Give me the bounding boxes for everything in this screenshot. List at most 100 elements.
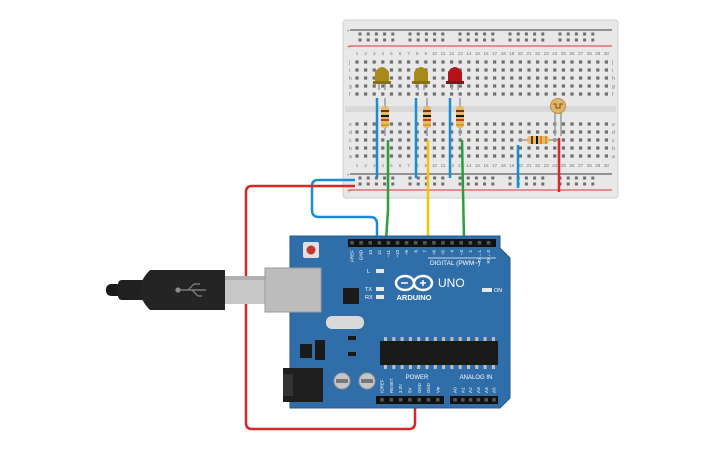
breadboard-hole[interactable] <box>587 154 591 158</box>
breadboard-hole[interactable] <box>424 92 428 96</box>
breadboard-hole[interactable] <box>493 146 497 150</box>
breadboard-hole[interactable] <box>518 84 522 88</box>
breadboard-hole[interactable] <box>475 130 479 134</box>
rail-hole[interactable] <box>566 176 570 180</box>
rail-hole[interactable] <box>408 38 412 42</box>
digital-pin-hole[interactable] <box>404 241 409 245</box>
rail-hole[interactable] <box>524 32 528 36</box>
power-pin-hole[interactable] <box>417 398 421 402</box>
breadboard-hole[interactable] <box>372 122 376 126</box>
rail-hole[interactable] <box>416 182 420 186</box>
breadboard-hole[interactable] <box>596 130 600 134</box>
analog-pin-hole[interactable] <box>468 398 473 402</box>
rail-hole[interactable] <box>591 38 595 42</box>
breadboard-hole[interactable] <box>604 92 608 96</box>
breadboard-hole[interactable] <box>355 92 359 96</box>
rail-hole[interactable] <box>374 38 378 42</box>
rail-hole[interactable] <box>516 38 520 42</box>
breadboard-hole[interactable] <box>536 76 540 80</box>
breadboard-hole[interactable] <box>484 76 488 80</box>
breadboard-hole[interactable] <box>424 146 428 150</box>
breadboard-hole[interactable] <box>475 60 479 64</box>
breadboard-hole[interactable] <box>398 130 402 134</box>
breadboard-hole[interactable] <box>604 84 608 88</box>
breadboard-hole[interactable] <box>536 84 540 88</box>
breadboard-hole[interactable] <box>561 122 565 126</box>
rail-hole[interactable] <box>533 182 537 186</box>
rail-hole[interactable] <box>358 38 362 42</box>
breadboard-hole[interactable] <box>596 60 600 64</box>
breadboard-hole[interactable] <box>527 60 531 64</box>
rail-hole[interactable] <box>491 32 495 36</box>
digital-pin-hole[interactable] <box>441 241 445 245</box>
breadboard-hole[interactable] <box>518 154 522 158</box>
breadboard-hole[interactable] <box>570 154 574 158</box>
breadboard-hole[interactable] <box>579 68 583 72</box>
breadboard-hole[interactable] <box>518 76 522 80</box>
breadboard-hole[interactable] <box>544 130 548 134</box>
wire-red-5v[interactable] <box>244 184 417 431</box>
rail-hole[interactable] <box>416 176 420 180</box>
breadboard-hole[interactable] <box>510 76 514 80</box>
rail-hole[interactable] <box>583 32 587 36</box>
breadboard-hole[interactable] <box>484 68 488 72</box>
led-red[interactable] <box>446 67 464 90</box>
breadboard-hole[interactable] <box>407 68 411 72</box>
breadboard-hole[interactable] <box>544 122 548 126</box>
breadboard-hole[interactable] <box>493 154 497 158</box>
breadboard-hole[interactable] <box>407 154 411 158</box>
rail-hole[interactable] <box>358 182 362 186</box>
breadboard-hole[interactable] <box>493 84 497 88</box>
breadboard-hole[interactable] <box>389 84 393 88</box>
breadboard-hole[interactable] <box>458 146 462 150</box>
breadboard-hole[interactable] <box>389 138 393 142</box>
breadboard-hole[interactable] <box>501 154 505 158</box>
rail-hole[interactable] <box>466 38 470 42</box>
rail-hole[interactable] <box>516 32 520 36</box>
breadboard-hole[interactable] <box>501 122 505 126</box>
breadboard-hole[interactable] <box>424 60 428 64</box>
rail-hole[interactable] <box>358 32 362 36</box>
power-pin-hole[interactable] <box>436 398 440 402</box>
breadboard-hole[interactable] <box>441 76 445 80</box>
breadboard-hole[interactable] <box>398 122 402 126</box>
breadboard-hole[interactable] <box>561 92 565 96</box>
rail-hole[interactable] <box>466 176 470 180</box>
power-pin-hole[interactable] <box>380 398 384 402</box>
breadboard-hole[interactable] <box>450 138 454 142</box>
breadboard-hole[interactable] <box>501 92 505 96</box>
rail-hole[interactable] <box>508 32 512 36</box>
breadboard-hole[interactable] <box>381 130 385 134</box>
breadboard-hole[interactable] <box>570 92 574 96</box>
resistor-2[interactable] <box>423 98 431 136</box>
breadboard-hole[interactable] <box>389 154 393 158</box>
breadboard-hole[interactable] <box>570 130 574 134</box>
breadboard-hole[interactable] <box>561 60 565 64</box>
rail-hole[interactable] <box>366 182 370 186</box>
breadboard-hole[interactable] <box>355 76 359 80</box>
breadboard-hole[interactable] <box>467 122 471 126</box>
breadboard-hole[interactable] <box>355 154 359 158</box>
breadboard-hole[interactable] <box>475 154 479 158</box>
breadboard-hole[interactable] <box>484 146 488 150</box>
breadboard-hole[interactable] <box>467 130 471 134</box>
rail-hole[interactable] <box>566 38 570 42</box>
digital-pin-hole[interactable] <box>377 241 382 245</box>
breadboard-hole[interactable] <box>450 92 454 96</box>
rail-hole[interactable] <box>583 38 587 42</box>
rail-hole[interactable] <box>391 182 395 186</box>
breadboard-hole[interactable] <box>604 60 608 64</box>
rail-hole[interactable] <box>583 176 587 180</box>
breadboard-hole[interactable] <box>372 138 376 142</box>
breadboard-hole[interactable] <box>424 154 428 158</box>
breadboard-hole[interactable] <box>355 84 359 88</box>
rail-hole[interactable] <box>533 176 537 180</box>
breadboard-hole[interactable] <box>604 130 608 134</box>
breadboard-hole[interactable] <box>604 122 608 126</box>
rail-hole[interactable] <box>474 176 478 180</box>
breadboard-hole[interactable] <box>527 130 531 134</box>
breadboard-hole[interactable] <box>596 146 600 150</box>
rail-hole[interactable] <box>541 182 545 186</box>
rail-hole[interactable] <box>483 182 487 186</box>
rail-hole[interactable] <box>458 32 462 36</box>
